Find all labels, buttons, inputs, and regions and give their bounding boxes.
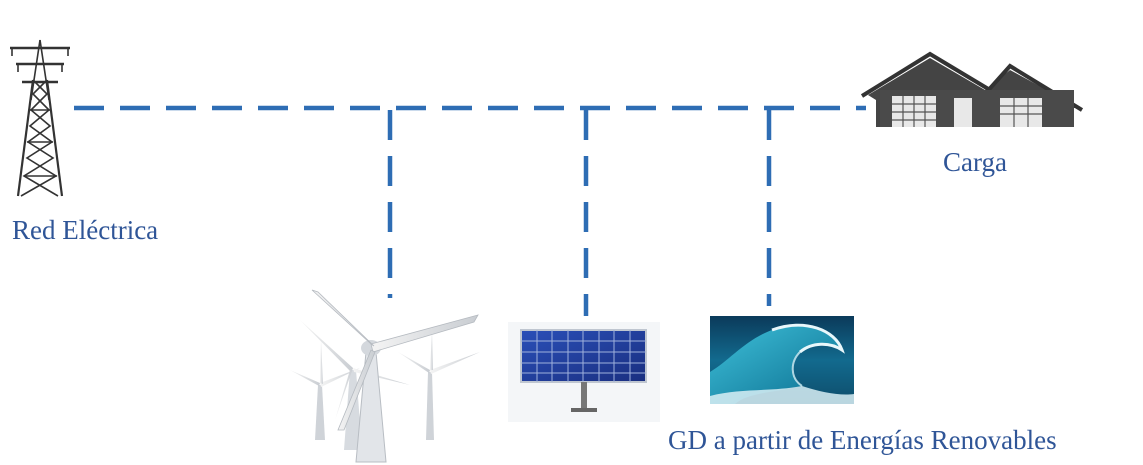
bus-lines (74, 105, 866, 316)
wind-turbines-icon (290, 289, 480, 463)
grid-label: Red Eléctrica (12, 215, 159, 245)
generation-label: GD a partir de Energías Renovables (668, 425, 1057, 455)
ocean-wave-icon (710, 316, 854, 404)
house-icon (860, 51, 1084, 127)
load-label: Carga (943, 147, 1007, 177)
solar-panel-icon (508, 322, 660, 422)
transmission-tower-icon (10, 39, 70, 197)
